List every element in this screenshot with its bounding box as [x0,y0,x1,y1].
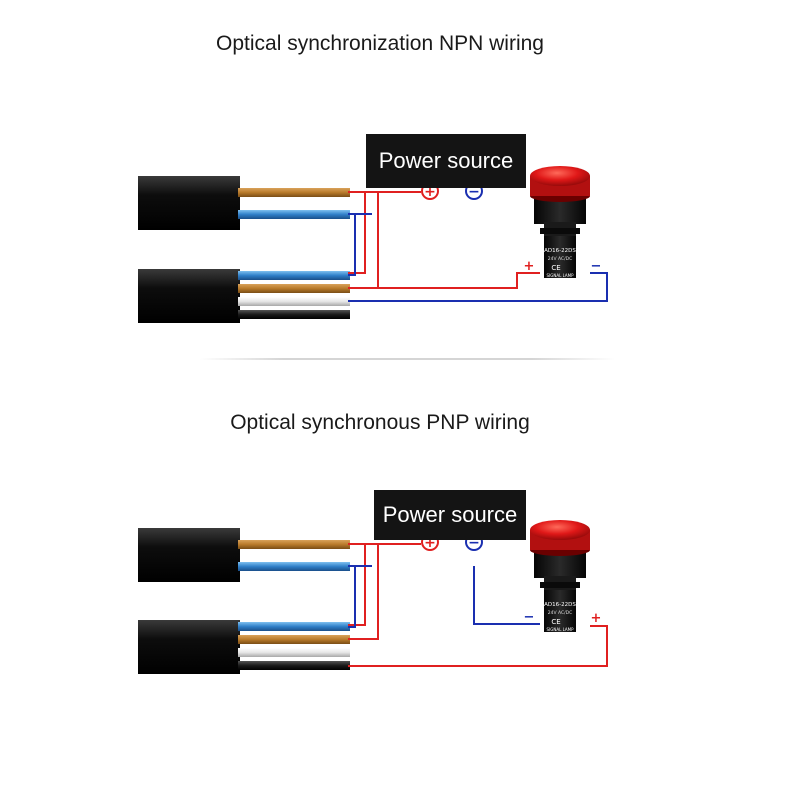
signal-lamp: AD16-22DS 24V AC/DC CE SIGNAL LAMP [530,520,590,632]
pnp-diagram-title: Optical synchronous PNP wiring [230,411,530,434]
blue-wire [238,210,350,219]
power-source-label: Power source [374,490,526,540]
svg-text:AD16-22DS: AD16-22DS [544,602,576,608]
signal-lamp: AD16-22DS 24V AC/DC CE SIGNAL LAMP [530,166,590,278]
svg-text:−: − [468,535,480,551]
blue-wire [238,562,350,571]
lower-cable-jacket [138,620,240,674]
blue-wire [238,622,350,631]
svg-text:−: − [468,184,480,200]
svg-text:CE: CE [551,264,560,272]
svg-text:SIGNAL LAMP: SIGNAL LAMP [547,627,575,632]
svg-text:24V AC/DC: 24V AC/DC [548,256,573,262]
lower-cable-jacket [138,269,240,323]
npn-diagram-title: Optical synchronization NPN wiring [216,32,544,55]
svg-text:AD16-22DS: AD16-22DS [544,248,576,254]
svg-text:24V AC/DC: 24V AC/DC [548,610,573,616]
svg-text:CE: CE [551,618,560,626]
negative-wiring [348,213,608,302]
blue-wire [238,271,350,280]
lamp-minus-label: − [524,610,535,625]
npn-diagram: + − + − AD16-22DS 24V AC/DC CE SIGNAL LA… [138,166,608,323]
brown-wire [238,635,350,644]
upper-cable-jacket [138,528,240,582]
svg-text:+: + [424,535,436,551]
svg-text:SIGNAL LAMP: SIGNAL LAMP [547,273,575,278]
lamp-plus-label: + [524,259,535,274]
pnp-diagram: + − − + AD16-22DS 24V AC/DC CE SIGNAL LA… [138,520,608,674]
white-wire [238,648,350,657]
upper-cable-jacket [138,176,240,230]
lamp-plus-label: + [591,611,602,626]
section-divider [200,358,615,360]
power-source-label: Power source [366,134,526,188]
black-wire [238,310,350,319]
lamp-minus-label: − [591,259,602,274]
svg-text:+: + [424,184,436,200]
black-wire [238,661,350,670]
brown-wire [238,284,350,293]
brown-wire [238,540,350,549]
positive-wiring [348,543,608,667]
positive-wiring [348,191,540,289]
white-wire [238,297,350,306]
negative-wiring [348,565,540,628]
brown-wire [238,188,350,197]
